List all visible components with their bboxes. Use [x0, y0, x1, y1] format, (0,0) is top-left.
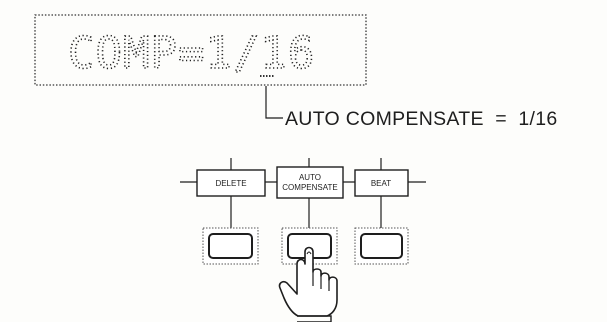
delete-key[interactable] — [203, 228, 258, 264]
key-label-beat: BEAT — [371, 179, 391, 188]
lcd-display-text: COMP=1/16 — [68, 28, 315, 79]
beat-key[interactable] — [355, 228, 408, 264]
key-label-compensate: COMPENSATE — [282, 183, 337, 192]
key-label-auto: AUTO — [299, 173, 321, 182]
callout-leader-line — [266, 86, 283, 118]
key-label-delete: DELETE — [215, 179, 246, 188]
callout-text: AUTO COMPENSATE = 1/16 — [285, 108, 558, 130]
